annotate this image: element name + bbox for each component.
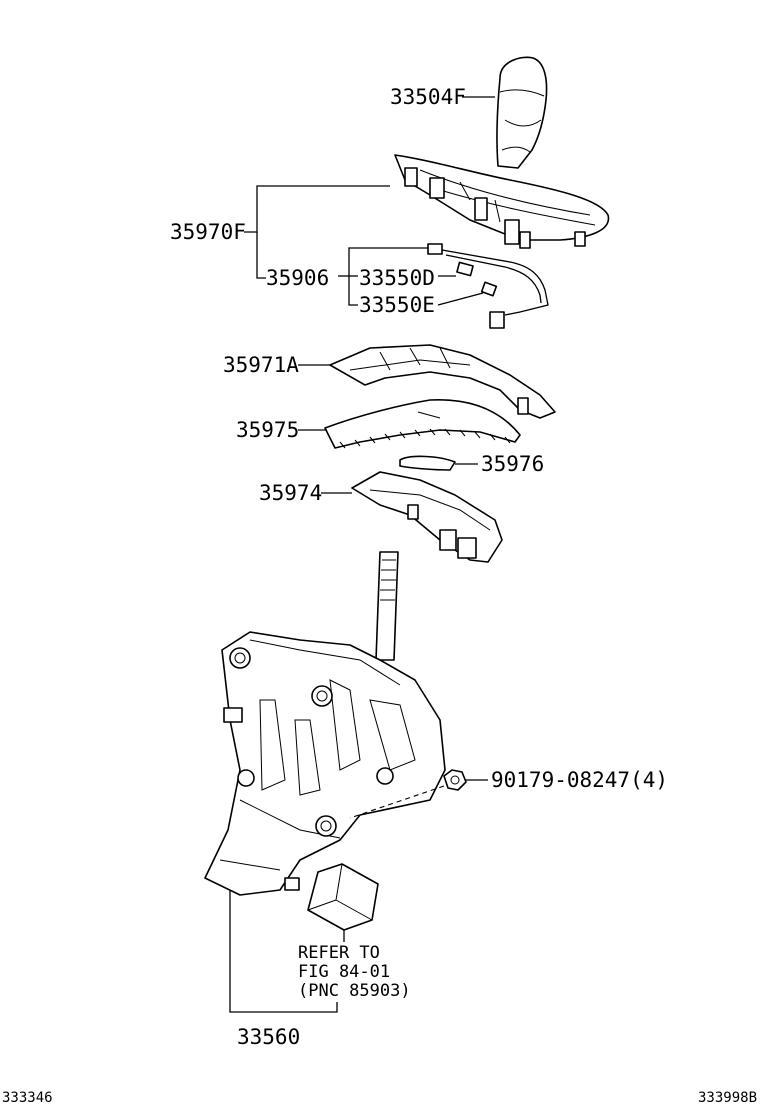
panel-drawing (394, 154, 610, 249)
footer-right-code: 333998B (698, 1090, 757, 1106)
dust-cover-drawing (324, 399, 521, 449)
part-labels: 33504F 35970F 35906 33550D 33550E 35971A… (170, 85, 668, 1049)
label-35906: 35906 (266, 266, 329, 290)
footer-left-code: 333346 (2, 1090, 53, 1106)
label-33504F: 33504F (390, 85, 466, 109)
leader-lines (229, 96, 495, 1013)
label-35970F: 35970F (170, 220, 246, 244)
nut-drawing (443, 769, 467, 791)
connector-block-drawing (307, 863, 379, 931)
note-line-2: FIG 84-01 (298, 962, 390, 982)
plate-drawing (399, 455, 456, 471)
label-35976: 35976 (481, 452, 544, 476)
label-90179-08247: 90179-08247(4) (491, 768, 668, 792)
slide-plate-drawing (329, 344, 556, 419)
shift-knob-drawing (496, 56, 548, 169)
label-33560: 33560 (237, 1025, 300, 1049)
shift-lever-assy-drawing (204, 551, 446, 896)
label-35971A: 35971A (223, 353, 299, 377)
wire-harness-drawing (427, 243, 549, 329)
label-33550D: 33550D (359, 266, 435, 290)
housing-drawing (351, 471, 503, 563)
label-35975: 35975 (236, 418, 299, 442)
note-line-3: (PNC 85903) (298, 981, 411, 1001)
note-line-1: REFER TO (298, 943, 380, 963)
label-33550E: 33550E (359, 293, 435, 317)
label-35974: 35974 (259, 481, 322, 505)
reference-note: REFER TO FIG 84-01 (PNC 85903) (298, 943, 411, 1001)
